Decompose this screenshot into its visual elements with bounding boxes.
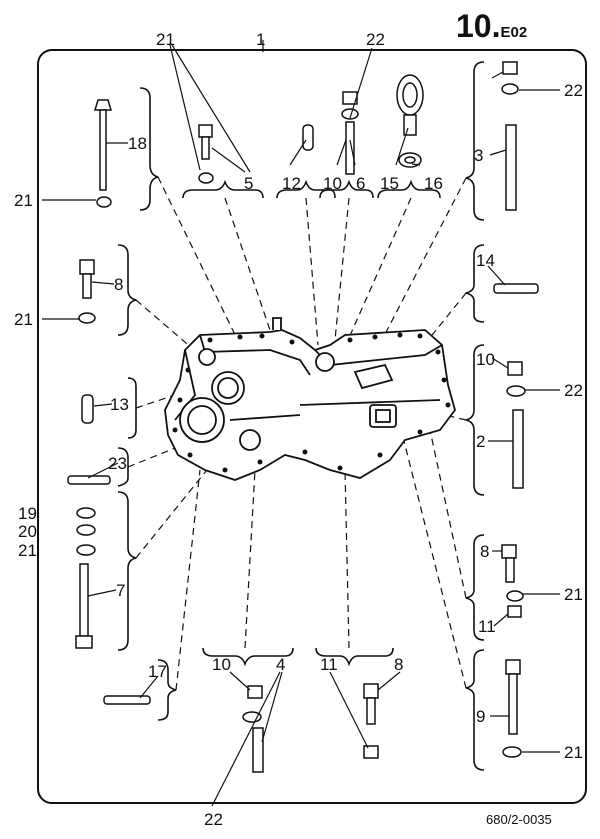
callout-22-right-top: 22 bbox=[564, 81, 583, 100]
parts bbox=[67, 61, 539, 773]
callout-20: 20 bbox=[18, 522, 37, 541]
callout-10-right: 10 bbox=[476, 350, 495, 369]
callout-2: 2 bbox=[476, 432, 485, 451]
dashed-leader-lines bbox=[127, 176, 467, 691]
callout-8-right: 8 bbox=[480, 542, 489, 561]
callout-12: 12 bbox=[282, 174, 301, 193]
callout-23: 23 bbox=[108, 454, 127, 473]
drawing-number: 680/2-0035 bbox=[486, 812, 552, 827]
page-number-sub: E02 bbox=[500, 24, 528, 41]
callout-10-bottom: 10 bbox=[212, 655, 231, 674]
callout-22-bottom: 22 bbox=[204, 810, 223, 829]
callout-14: 14 bbox=[476, 251, 495, 270]
callout-11-right: 11 bbox=[478, 617, 496, 636]
callout-leaders bbox=[42, 40, 560, 807]
callout-11-bottom: 11 bbox=[320, 655, 338, 674]
gearbox-housing bbox=[164, 317, 456, 481]
callout-22-top: 22 bbox=[366, 30, 385, 49]
callout-labels: 1 21 22 10 22 18 21 5 12 10 6 15 16 3 8 … bbox=[14, 30, 583, 829]
callout-15: 15 bbox=[380, 174, 399, 193]
callout-9: 9 bbox=[476, 707, 485, 726]
callout-8-left: 8 bbox=[114, 275, 123, 294]
callout-5: 5 bbox=[244, 174, 253, 193]
page-number-main: 10. bbox=[456, 8, 501, 44]
callout-16: 16 bbox=[424, 174, 443, 193]
page-number: 10.E02 bbox=[456, 8, 527, 51]
callout-21-right-b: 21 bbox=[564, 743, 583, 762]
callout-22-right-mid: 22 bbox=[564, 381, 583, 400]
callout-21-top: 21 bbox=[156, 30, 175, 49]
callout-21-left-c: 21 bbox=[18, 541, 37, 560]
callout-6: 6 bbox=[356, 174, 365, 193]
callout-21-left-b: 21 bbox=[14, 310, 33, 329]
callout-19: 19 bbox=[18, 504, 37, 523]
housing-bolt-heads bbox=[172, 332, 451, 473]
callout-13: 13 bbox=[110, 395, 129, 414]
callout-8-bottom: 8 bbox=[394, 655, 403, 674]
callout-21-left-a: 21 bbox=[14, 191, 33, 210]
callout-10-mid: 10 bbox=[323, 174, 342, 193]
diagram-frame bbox=[37, 49, 587, 804]
callout-18: 18 bbox=[128, 134, 147, 153]
callout-3: 3 bbox=[474, 146, 483, 165]
callout-7: 7 bbox=[116, 581, 125, 600]
callout-1: 1 bbox=[256, 30, 265, 49]
callout-21-right-a: 21 bbox=[564, 585, 583, 604]
callout-17: 17 bbox=[148, 662, 167, 681]
callout-4: 4 bbox=[276, 655, 285, 674]
